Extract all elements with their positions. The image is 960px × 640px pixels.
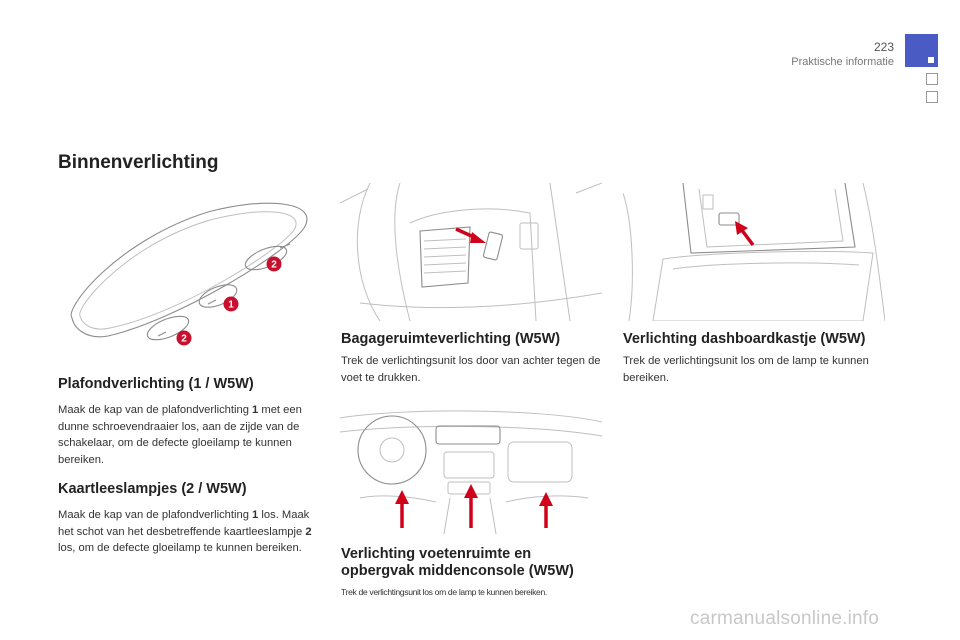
section-name: Praktische informatie: [791, 56, 894, 68]
section-title: Bagageruimteverlichting (W5W): [341, 331, 561, 347]
luggage-light-illustration: [339, 182, 603, 322]
ceiling-light-illustration: 2 1 2: [58, 200, 320, 348]
callout-2-bottom: 2: [176, 330, 192, 346]
glovebox-light-illustration: [622, 182, 886, 322]
callout-2-top: 2: [266, 256, 282, 272]
section-text: Maak de kap van de plafondverlichting 1 …: [58, 509, 312, 554]
section-title: Plafondverlichting (1 / W5W): [58, 376, 254, 392]
section-title: Verlichting dashboardkastje (W5W): [623, 331, 866, 347]
section-text: Trek de verlichtingsunit los om de lamp …: [341, 587, 547, 597]
footwell-light-illustration: [339, 398, 603, 535]
chapter-tab-empty[interactable]: [926, 73, 938, 85]
callout-1: 1: [223, 296, 239, 312]
section-text: Trek de verlichtingsunit los door van ac…: [341, 355, 601, 384]
section-bagage: Bagageruimteverlichting (W5W) Trek de ve…: [341, 331, 603, 386]
section-dashboard: Verlichting dashboardkastje (W5W) Trek d…: [623, 331, 885, 386]
svg-text:2: 2: [271, 260, 277, 271]
section-text: Maak de kap van de plafondverlichting 1 …: [58, 404, 302, 466]
section-plafond: Plafondverlichting (1 / W5W) Maak de kap…: [58, 376, 320, 468]
chapter-tab-active[interactable]: [905, 34, 938, 67]
section-kaart: Kaartleeslampjes (2 / W5W) Maak de kap v…: [58, 481, 320, 557]
section-title: Kaartleeslampjes (2 / W5W): [58, 481, 247, 497]
svg-text:2: 2: [181, 334, 187, 345]
watermark: carmanualsonline.info: [690, 608, 880, 629]
page-number: 223: [873, 40, 894, 54]
chapter-tab-empty[interactable]: [926, 91, 938, 103]
section-text: Trek de verlichtingsunit los om de lamp …: [623, 355, 869, 384]
page-title: Binnenverlichting: [58, 152, 219, 173]
svg-text:1: 1: [228, 300, 234, 311]
